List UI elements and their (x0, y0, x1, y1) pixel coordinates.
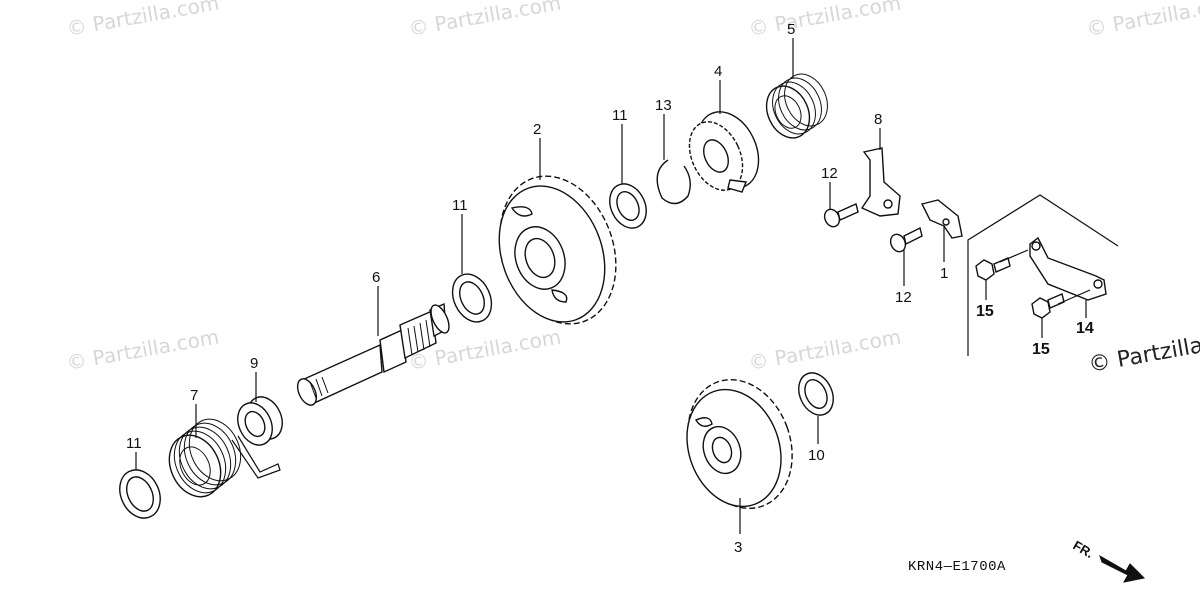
callout-12: 12 (821, 165, 838, 182)
front-direction-arrow: FR. (1071, 538, 1146, 583)
callout-12: 12 (895, 289, 912, 306)
watermark: © Partzilla.com (407, 0, 563, 41)
corner-watermark: © Partzilla (1087, 333, 1200, 378)
callout-8: 8 (874, 111, 882, 128)
part-1-guide (920, 199, 963, 239)
callout-15: 15 (1032, 341, 1050, 358)
part-5-spring (765, 73, 828, 139)
part-13-circlip (656, 159, 691, 205)
part-12-bolt-a (823, 203, 859, 228)
callout-11: 11 (452, 197, 468, 214)
part-4-ratchet (688, 111, 760, 193)
callout-2: 2 (533, 121, 541, 138)
callout-labels: 2 3 4 5 6 7 8 9 10 11 11 11 12 12 13 1 1… (126, 21, 1094, 556)
callout-9: 9 (250, 355, 258, 372)
callout-5: 5 (787, 21, 795, 38)
watermark: © Partzilla.com (1085, 0, 1200, 41)
watermark: © Partzilla.com (747, 324, 903, 374)
part-6-shaft (296, 302, 450, 406)
callout-6: 6 (372, 269, 380, 286)
part-10-washer (798, 372, 834, 416)
part-11-washer-b (451, 273, 493, 323)
part-8-plate (860, 147, 901, 217)
callout-7: 7 (190, 387, 198, 404)
callout-14: 14 (1076, 320, 1094, 337)
part-11-washer-c (609, 183, 647, 229)
part-9-collar (237, 396, 283, 446)
panel-outline (967, 194, 1119, 356)
callout-15: 15 (976, 303, 994, 320)
leader-lines (135, 38, 1091, 534)
callout-3: 3 (734, 539, 742, 556)
part-15-bolt-b (1031, 293, 1065, 319)
watermark: © Partzilla.com (65, 0, 221, 41)
callout-1: 1 (940, 265, 948, 282)
part-14-bracket (1029, 236, 1107, 301)
part-7-spring (168, 418, 281, 498)
part-11-washer-a (119, 469, 161, 519)
part-15-bolt-a (975, 257, 1011, 281)
part-3-gear (686, 378, 793, 510)
arrow-icon (1099, 554, 1146, 583)
watermark: © Partzilla.com (747, 0, 903, 41)
diagram-code: KRN4—E1700A (908, 559, 1006, 575)
callout-11: 11 (126, 435, 142, 452)
part-12-bolt-b (889, 226, 923, 253)
watermark: © Partzilla.com (65, 324, 221, 374)
callout-10: 10 (808, 447, 825, 464)
callout-11: 11 (612, 107, 628, 124)
part-2-gear (498, 175, 617, 325)
front-label: FR. (1071, 538, 1097, 561)
callout-4: 4 (714, 63, 722, 80)
callout-13: 13 (655, 97, 672, 114)
